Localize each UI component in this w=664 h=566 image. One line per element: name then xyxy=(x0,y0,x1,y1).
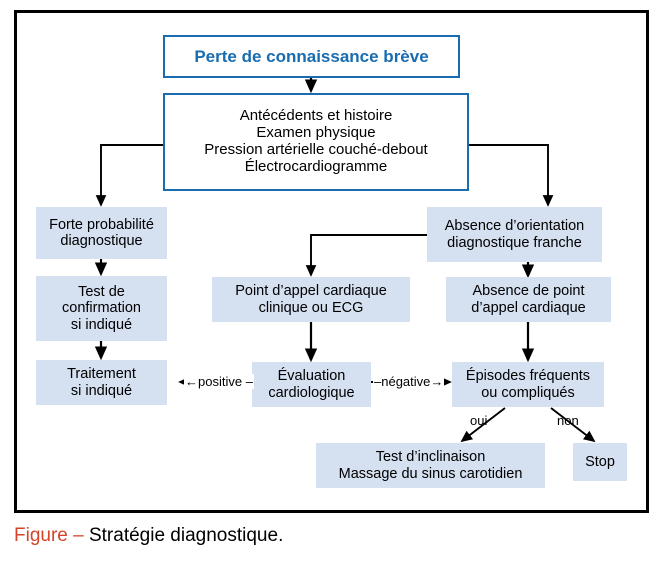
node-high-probability[interactable]: Forte probabilité diagnostique xyxy=(36,207,167,259)
figure-caption: Figure – Stratégie diagnostique. xyxy=(14,525,283,547)
node-confirmation-test[interactable]: Test de confirmation si indiqué xyxy=(36,276,167,341)
node-assessment[interactable]: Antécédents et histoire Examen physique … xyxy=(163,93,469,191)
edge-label-no: non xyxy=(557,413,579,428)
caption-text: Stratégie diagnostique. xyxy=(88,525,284,546)
edge-label-positive: ←positive – xyxy=(184,374,254,389)
flowchart-diagram: Perte de connaissance brève Antécédents … xyxy=(36,35,627,488)
node-cardiac-point[interactable]: Point d’appel cardiaque clinique ou ECG xyxy=(212,277,410,322)
edge-label-negative: –négative→ xyxy=(373,374,445,389)
node-stop[interactable]: Stop xyxy=(573,443,627,481)
caption-lead: Figure – xyxy=(14,525,89,546)
node-no-cardiac-point[interactable]: Absence de point d’appel cardiaque xyxy=(446,277,611,322)
node-no-orientation[interactable]: Absence d’orientation diagnostique franc… xyxy=(427,207,602,262)
node-start[interactable]: Perte de connaissance brève xyxy=(163,35,460,78)
edge-label-yes: oui xyxy=(470,413,488,428)
node-frequent-episodes[interactable]: Épisodes fréquents ou compliqués xyxy=(452,362,604,407)
node-tilt-test[interactable]: Test d’inclinaison Massage du sinus caro… xyxy=(316,443,545,488)
node-treatment[interactable]: Traitement si indiqué xyxy=(36,360,167,405)
node-cardiac-evaluation[interactable]: Évaluation cardiologique xyxy=(252,362,371,407)
